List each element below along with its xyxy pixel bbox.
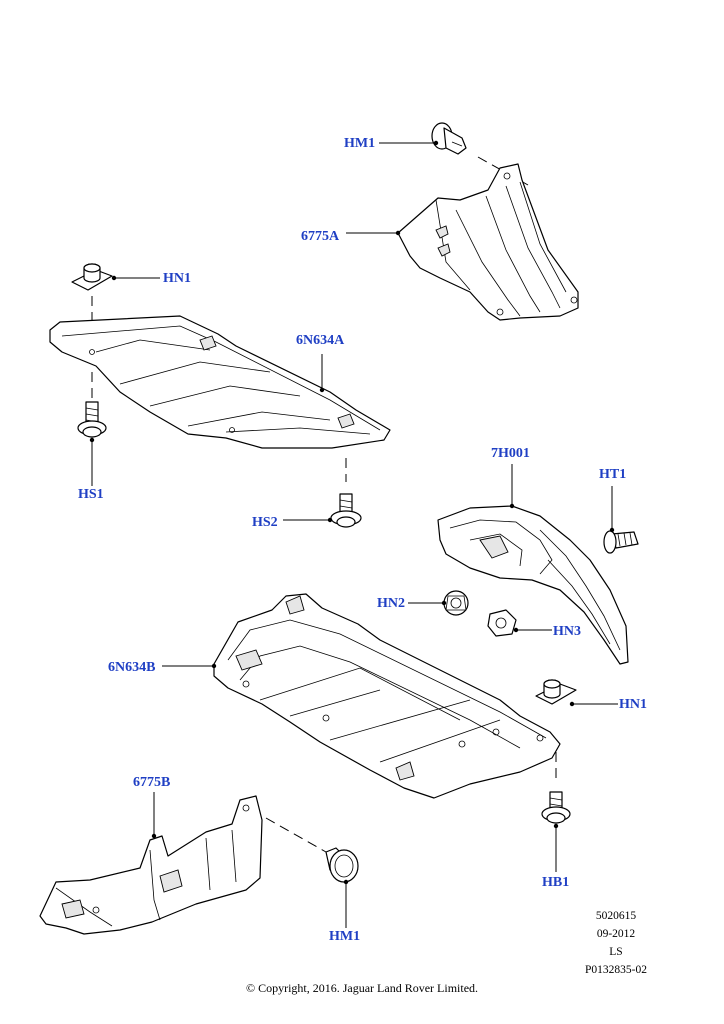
hn1-nut-right [535,679,577,705]
label-ht1: HT1 [599,467,627,482]
label-hb1: HB1 [542,875,570,890]
label-hm1-bottom: HM1 [329,929,361,944]
hm1-clip-bottom [325,847,359,883]
underbody-shield-6n634a [49,315,391,449]
bracket-6775a [397,163,579,321]
label-6775b: 6775B [133,775,171,790]
drawing-ref-line3: LS [609,946,623,958]
bracket-6775b [39,795,263,935]
label-6775a: 6775A [301,229,340,244]
heat-shield-7h001 [437,505,629,665]
label-hn1-left: HN1 [163,271,191,286]
label-6n634a: 6N634A [296,333,345,348]
hn1-nut-left [71,263,113,291]
label-hn3: HN3 [553,624,581,639]
drawing-ref-line4: P0132835-02 [585,964,647,976]
label-hn1-right: HN1 [619,697,647,712]
label-hs1: HS1 [78,487,104,502]
ht1-bolt [603,530,639,554]
hn2-nut [443,590,469,616]
drawing-ref-line1: 5020615 [595,910,637,922]
label-7h001: 7H001 [491,446,530,461]
copyright-notice: © Copyright, 2016. Jaguar Land Rover Lim… [245,981,479,995]
hn3-nut [487,609,517,637]
label-6n634b: 6N634B [108,660,156,675]
hb1-bolt [541,791,571,824]
underbody-shield-6n634b [213,593,561,799]
label-hm1-top: HM1 [344,136,376,151]
hs2-screw [330,493,362,528]
label-hs2: HS2 [252,515,278,530]
label-hn2: HN2 [377,596,405,611]
hm1-clip-top [431,122,467,155]
drawing-ref-line2: 09-2012 [596,928,636,940]
hs1-screw [77,401,107,438]
